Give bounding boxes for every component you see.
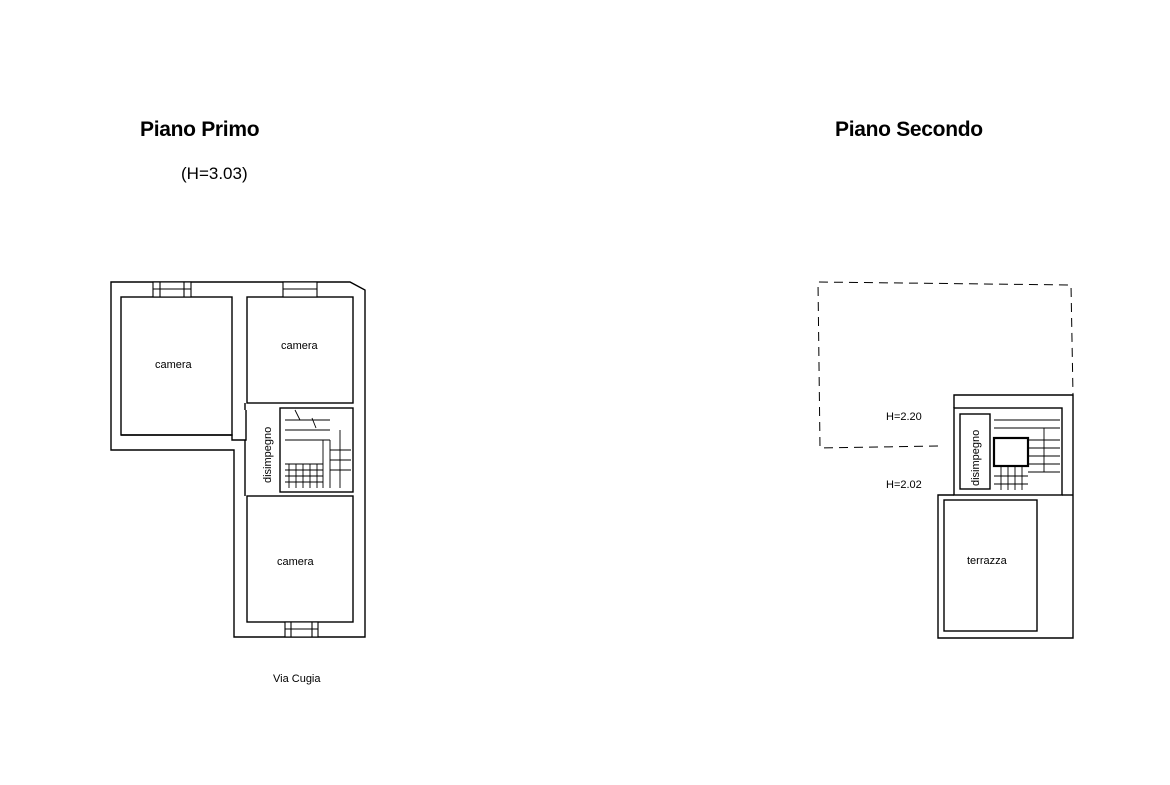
floor1-stair-treads bbox=[285, 409, 351, 488]
floor2-stair-treads bbox=[994, 419, 1060, 490]
floor1-outer-wall bbox=[110, 281, 366, 638]
floor1-label-camera-top-right: camera bbox=[281, 340, 319, 352]
floor2-disimpegno-room bbox=[959, 413, 991, 490]
floor1-stair-block bbox=[279, 407, 354, 493]
floor2-title: Piano Secondo bbox=[835, 118, 983, 141]
floor2-dashed-outline bbox=[817, 281, 1074, 449]
floor1-title: Piano Primo bbox=[140, 118, 260, 141]
floor2-height-upper: H=2.20 bbox=[886, 411, 922, 423]
floor1-height: (H=3.03) bbox=[181, 164, 248, 183]
floor1-street-label: Via Cugia bbox=[273, 673, 321, 685]
floor2-stair-core bbox=[992, 436, 1030, 468]
floor2-height-lower: H=2.02 bbox=[886, 479, 922, 491]
floor1-label-disimpegno: disimpegno bbox=[262, 427, 274, 483]
floor1-inner-corridor-wall bbox=[121, 410, 247, 441]
floor2-label-disimpegno: disimpegno bbox=[970, 430, 982, 486]
floor2-label-terrazza: terrazza bbox=[967, 555, 1008, 567]
floor1-plan bbox=[110, 281, 366, 638]
floor2-stair-block bbox=[953, 407, 1063, 496]
floor1-windows bbox=[152, 281, 319, 638]
floor1-label-camera-bottom: camera bbox=[277, 556, 315, 568]
floor2-outer-wall bbox=[937, 394, 1074, 639]
floor2-plan bbox=[817, 281, 1074, 639]
floor1-label-camera-left: camera bbox=[155, 359, 193, 371]
